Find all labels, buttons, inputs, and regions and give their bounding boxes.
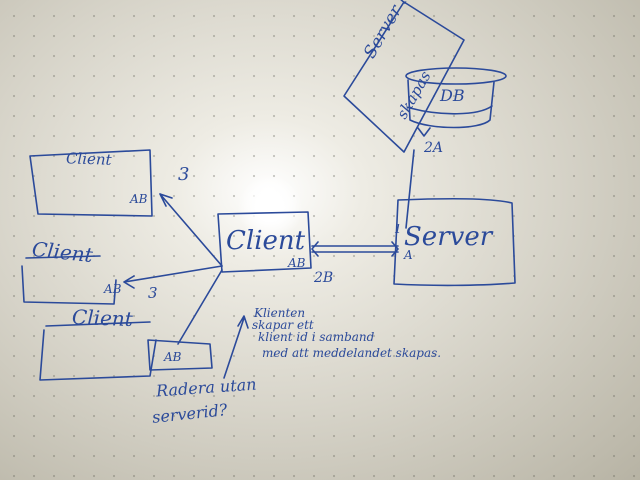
label-one: 1 [394,222,402,236]
note-line1: Klienten [254,306,306,320]
light-glare [238,176,302,240]
arrow-to-client-top [159,193,223,267]
label-ab-mid: AB [104,282,122,296]
server-label: Server [404,222,493,252]
client-main-label: Client [226,226,306,256]
label-ab-top: AB [130,192,148,206]
client-main-box [217,211,312,273]
server-to-db-arrow [405,127,431,229]
label-three-top: 3 [178,164,190,185]
label-ab-main: AB [288,256,306,270]
note-arrow [223,315,249,379]
note-line2: skapar ett [252,318,314,332]
arrow-to-client-mid [123,265,223,289]
arrow-to-small-box [177,269,223,345]
client-server-arrow [311,241,399,257]
note-line3: klient id i samband [258,330,375,344]
label-a: A [404,248,413,262]
server-box [393,197,516,287]
label-three-mid: 3 [148,284,158,302]
server-id-box [343,1,465,153]
client-mid-box [21,255,117,305]
label-ab-low: AB [164,350,182,364]
db-label: DB [440,86,465,105]
client-top-label: Client [65,149,112,169]
label-two-b: 2B [314,270,334,286]
note-line4: med att meddelandet skapas. [262,346,442,360]
db-cylinder [405,67,507,129]
label-two-a: 2A [424,140,444,156]
client-low-label: Client [71,304,134,332]
client-low-box [39,321,157,381]
client-top-box [29,149,153,217]
small-ab-box [147,339,213,371]
